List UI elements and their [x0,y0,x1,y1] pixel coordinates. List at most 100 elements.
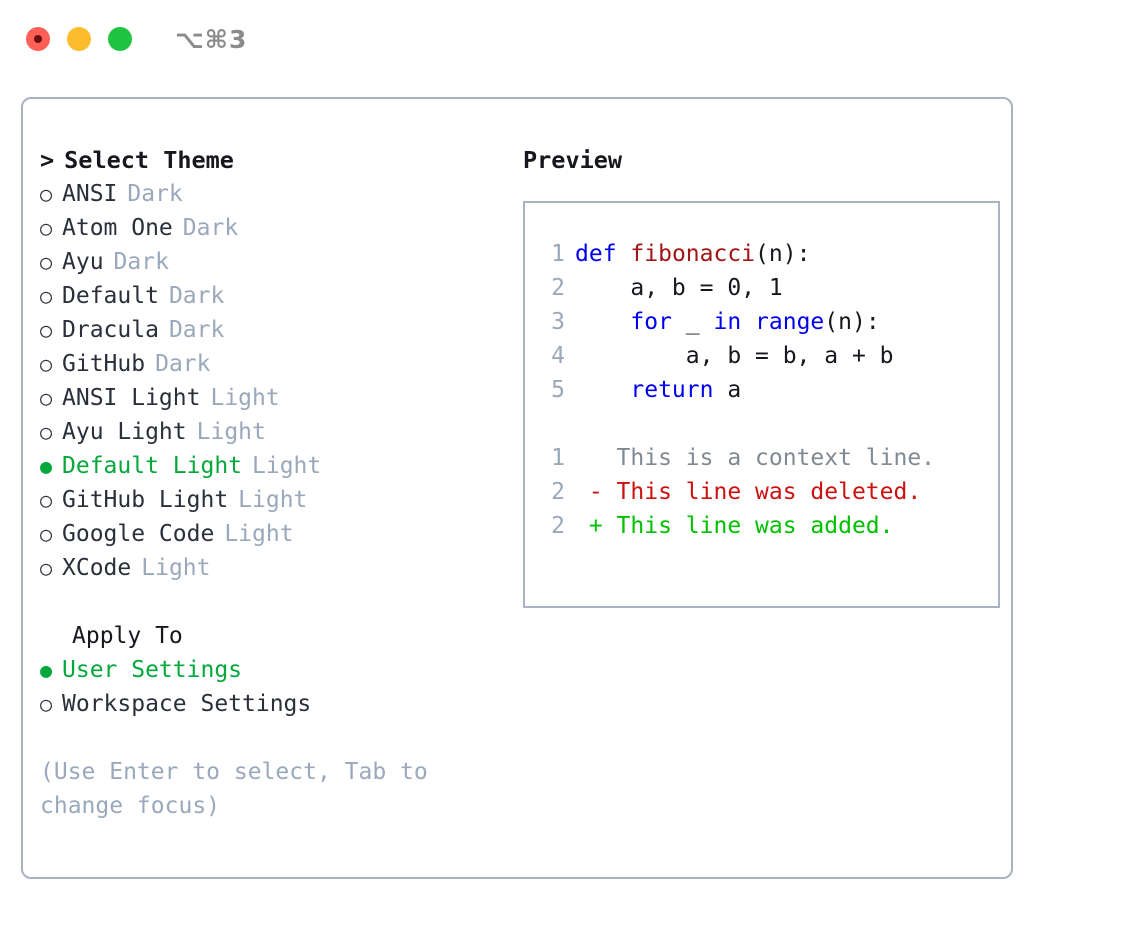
theme-category-tag: Light [252,453,322,479]
radio-unselected-icon[interactable]: ○ [40,420,53,444]
line-number: 2 [551,513,565,539]
diff-line: 2 - This line was deleted. [525,475,998,509]
radio-unselected-icon[interactable]: ○ [40,386,53,410]
code-line: 2 a, b = 0, 1 [525,271,998,305]
code-token: a, b = b, a + b [575,343,894,369]
theme-category-tag: Light [196,419,266,445]
code-token [575,377,630,403]
theme-name: ANSI [62,181,118,207]
apply-to-item[interactable]: ○ Workspace Settings [40,687,490,721]
caret-icon: > [40,146,55,174]
theme-name: GitHub Light [62,487,229,513]
theme-name: ANSI Light [62,385,201,411]
line-number: 3 [551,309,565,335]
theme-list-item[interactable]: ● Default Light Light [40,449,490,483]
radio-unselected-icon[interactable]: ○ [40,216,53,240]
diff-marker [575,445,617,471]
theme-name: Default [62,283,159,309]
theme-list-item[interactable]: ○ Atom One Dark [40,211,490,245]
theme-list-item[interactable]: ○ GitHub Light Light [40,483,490,517]
radio-unselected-icon[interactable]: ○ [40,284,53,308]
diff-marker: + [575,513,617,539]
line-number: 1 [551,445,565,471]
apply-to-name: Workspace Settings [62,691,312,717]
code-token [575,309,630,335]
preview-title: Preview [523,146,623,174]
code-diff-separator [525,407,998,441]
theme-picker-heading: >Select Theme [40,143,490,177]
line-number: 2 [551,479,565,505]
radio-unselected-icon[interactable]: ○ [40,488,53,512]
theme-name: Atom One [62,215,173,241]
radio-unselected-icon[interactable]: ○ [40,522,53,546]
theme-name: Ayu Light [62,419,187,445]
code-token: def [575,241,617,267]
code-line: 5 return a [525,373,998,407]
keyboard-shortcut-label: ⌥⌘3 [175,24,248,54]
close-button[interactable] [26,27,50,51]
theme-name: Default Light [62,453,243,479]
keyboard-hint: (Use Enter to select, Tab to change focu… [40,759,442,819]
radio-unselected-icon[interactable]: ○ [40,318,53,342]
code-token: range [755,309,825,335]
theme-category-tag: Light [210,385,280,411]
diff-line: 1 This is a context line. [525,441,998,475]
theme-name: GitHub [62,351,146,377]
radio-unselected-icon[interactable]: ○ [40,556,53,580]
line-number: 5 [551,377,565,403]
theme-name: Ayu [62,249,104,275]
code-token [617,241,631,267]
code-token: (n): [824,309,880,335]
theme-list-item[interactable]: ○ GitHub Dark [40,347,490,381]
diff-marker: - [575,479,617,505]
apply-to-list: ● User Settings ○ Workspace Settings [40,653,490,721]
theme-category-tag: Light [238,487,308,513]
code-token: _ [671,309,714,335]
theme-name: Google Code [62,521,215,547]
code-token: fibonacci [630,241,756,267]
radio-unselected-icon[interactable]: ○ [40,182,53,206]
code-line: 3 for _ in range(n): [525,305,998,339]
code-token: in [713,309,742,335]
maximize-button[interactable] [108,27,132,51]
code-token: a, b = 0, 1 [575,275,783,301]
code-token: return [630,377,714,403]
code-token: (n): [755,241,811,267]
radio-selected-icon[interactable]: ● [40,658,53,682]
theme-category-tag: Dark [155,351,211,377]
window-controls [26,27,132,51]
minimize-button[interactable] [67,27,91,51]
theme-list-item[interactable]: ○ Ayu Light Light [40,415,490,449]
radio-unselected-icon[interactable]: ○ [40,692,53,716]
apply-to-label: Apply To [72,623,183,649]
code-line: 4 a, b = b, a + b [525,339,998,373]
radio-unselected-icon[interactable]: ○ [40,250,53,274]
radio-selected-icon[interactable]: ● [40,454,53,478]
theme-category-tag: Dark [113,249,169,275]
line-number: 1 [551,241,565,267]
code-token: a [713,377,742,403]
list-spacer [40,585,490,619]
line-number: 4 [551,343,565,369]
apply-to-name: User Settings [62,657,243,683]
diff-sample: 1 This is a context line.2 - This line w… [525,441,998,543]
code-token: for [630,309,672,335]
diff-text: This is a context line. [616,445,936,471]
theme-category-tag: Dark [182,215,239,241]
theme-list-item[interactable]: ○ ANSI Light Light [40,381,490,415]
theme-list-item[interactable]: ○ Ayu Dark [40,245,490,279]
apply-to-item[interactable]: ● User Settings [40,653,490,687]
radio-unselected-icon[interactable]: ○ [40,352,53,376]
theme-name: Dracula [62,317,159,343]
